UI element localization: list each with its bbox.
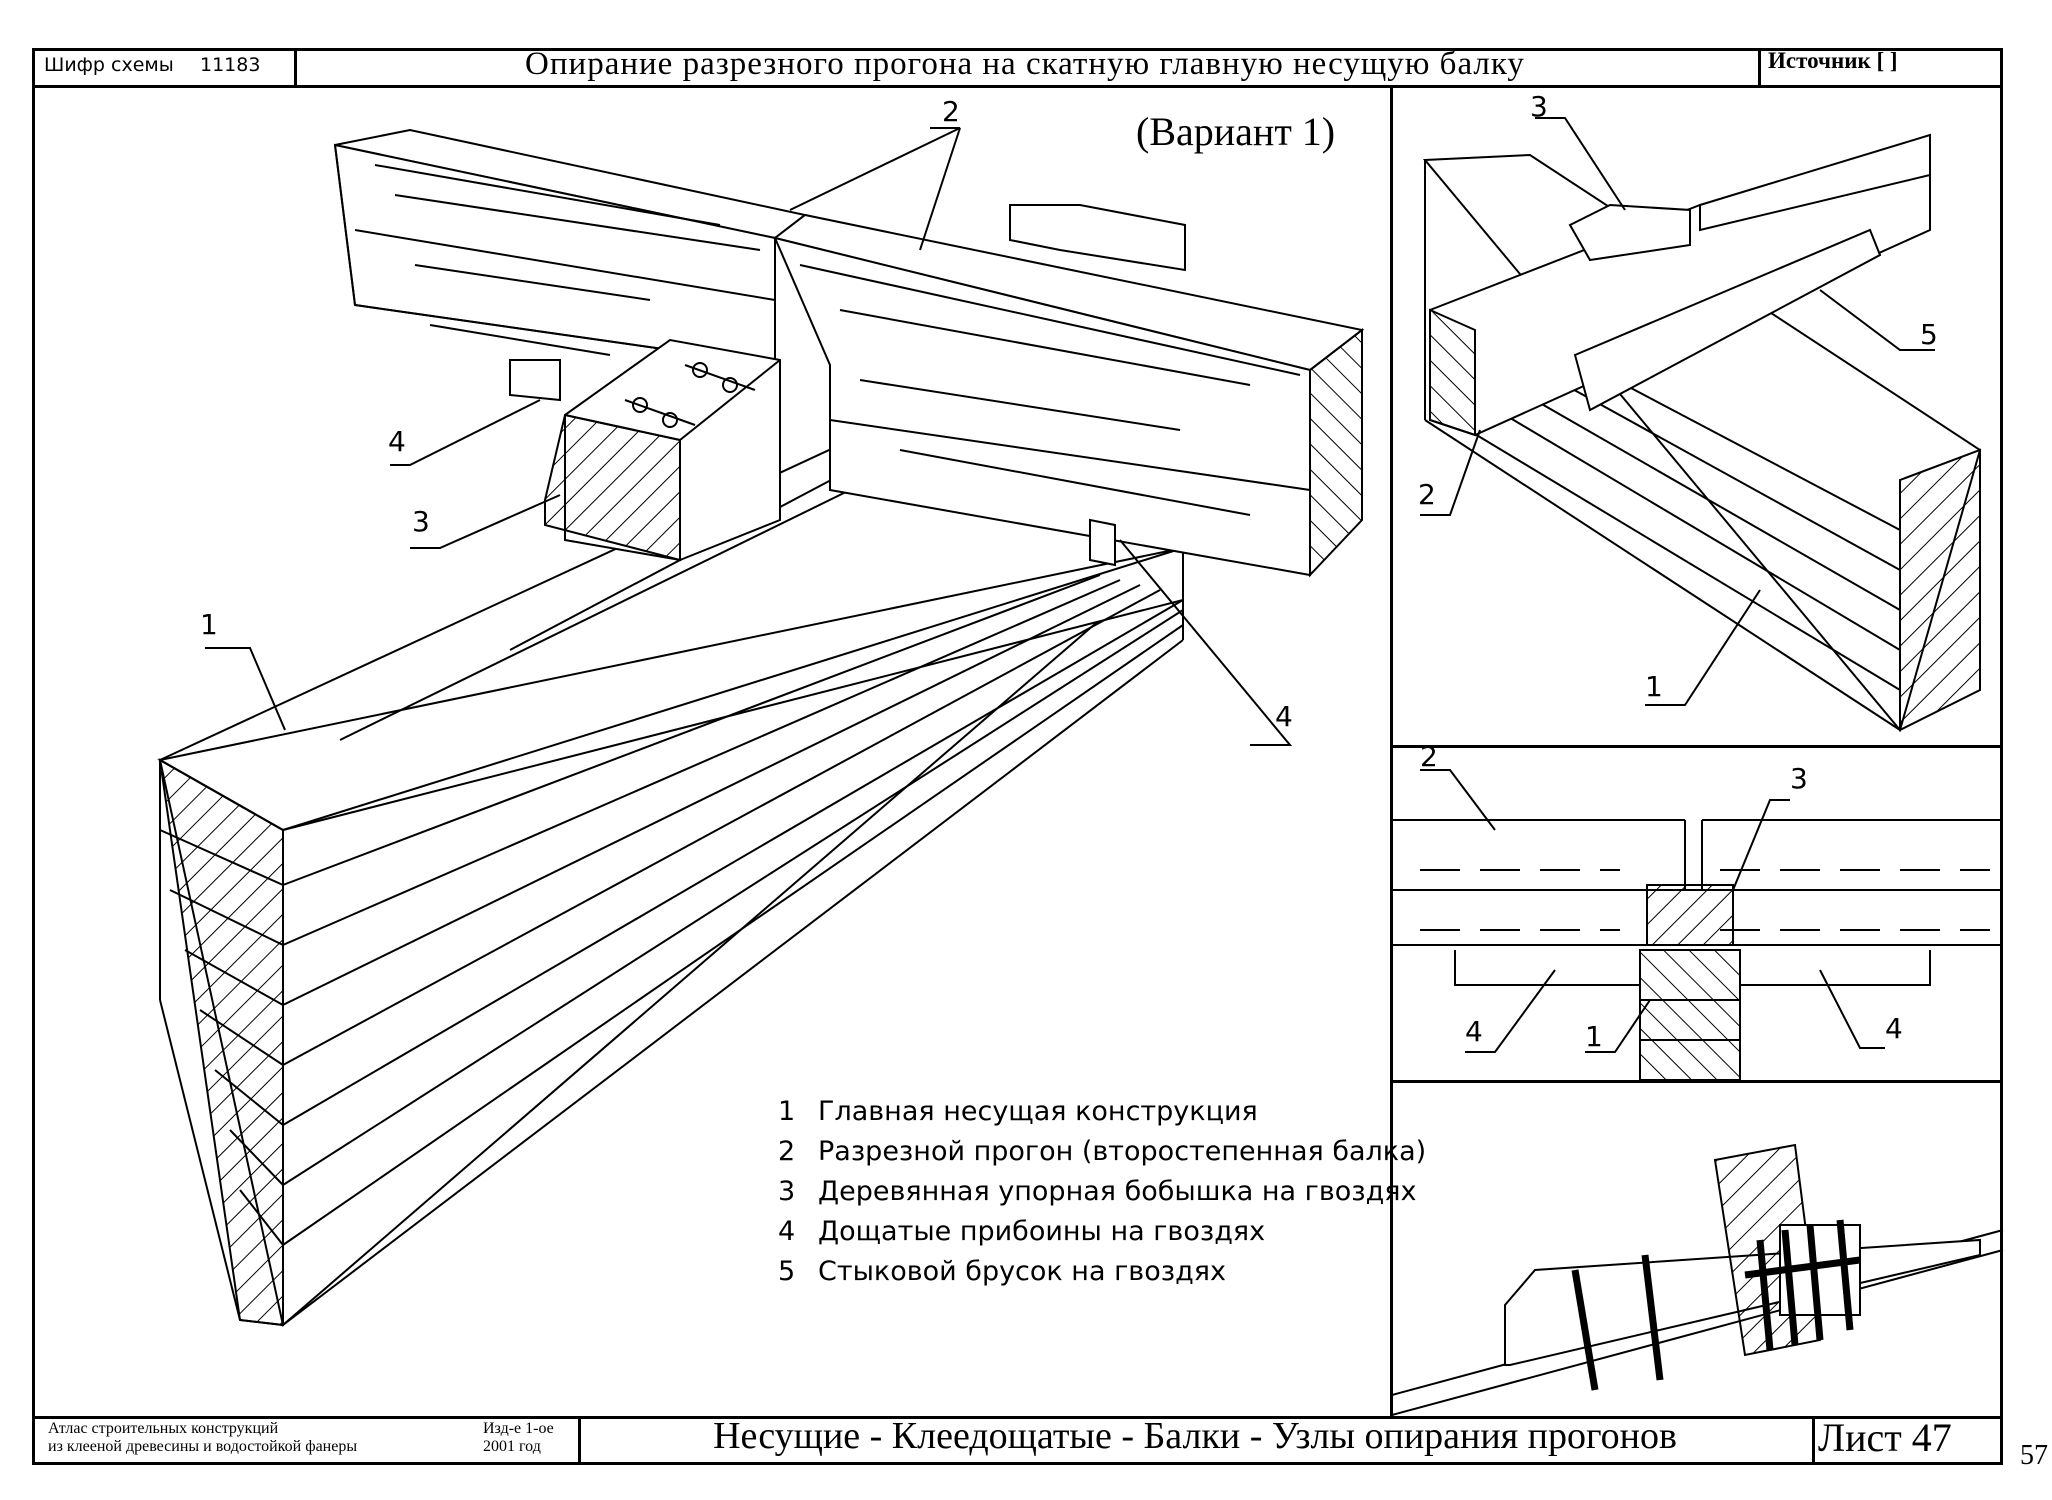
callout-tr-5: 5 <box>1920 318 1938 351</box>
callout-sec-4b: 4 <box>1885 1012 1903 1045</box>
callout-main-4a: 4 <box>388 425 406 458</box>
purlin-left <box>333 128 808 367</box>
header-divider <box>32 85 2003 88</box>
footer-divider <box>32 1416 2003 1419</box>
stop-block <box>544 338 781 562</box>
detail-view <box>1391 1143 2004 1416</box>
panel-separator-top <box>1390 745 2003 748</box>
footer-edition-line2: 2001 год <box>483 1438 541 1455</box>
top-right-isometric-view <box>1420 117 1982 733</box>
sheet-number: Лист 47 <box>1818 1415 1952 1460</box>
footer-title: Несущие - Клеедощатые - Балки - Узлы опи… <box>713 1415 1677 1457</box>
footer-edition-line1: Изд-е 1-ое <box>483 1420 554 1437</box>
callout-tr-3: 3 <box>1530 90 1548 123</box>
main-isometric-view <box>157 127 1365 1327</box>
scheme-code-label: Шифр схемы <box>44 54 174 76</box>
main-beam <box>157 443 1186 1327</box>
callout-sec-4a: 4 <box>1465 1015 1483 1048</box>
header-sep-2 <box>1758 48 1761 88</box>
panel-separator-bottom <box>1390 1080 2003 1083</box>
callout-main-3: 3 <box>412 505 430 538</box>
callout-tr-1: 1 <box>1645 670 1663 703</box>
scheme-code-value: 11183 <box>200 54 261 76</box>
footer-atlas: Атлас строительных конструкций из клеено… <box>48 1420 357 1456</box>
panel-separator-vertical <box>1390 86 1393 1418</box>
footer-sep-1 <box>578 1416 581 1465</box>
callout-tr-2: 2 <box>1418 478 1436 511</box>
callout-sec-1: 1 <box>1585 1020 1603 1053</box>
drawing-title: Опирание разрезного прогона на скатную г… <box>525 46 1525 82</box>
drawing-frame <box>32 48 2003 1465</box>
callout-sec-3: 3 <box>1790 762 1808 795</box>
variant-label: (Вариант 1) <box>1136 109 1336 154</box>
section-view <box>1392 769 2003 1081</box>
callout-main-1: 1 <box>200 608 218 641</box>
callout-sec-2: 2 <box>1420 740 1438 773</box>
footer-sep-2 <box>1812 1416 1815 1465</box>
callout-main-4b: 4 <box>1275 700 1293 733</box>
footer-atlas-line1: Атлас строительных конструкций <box>48 1420 279 1437</box>
footer-atlas-line2: из клееной древесины и водостойкой фанер… <box>48 1438 358 1455</box>
page-number: 57 <box>2020 1440 2048 1471</box>
callout-main-2: 2 <box>942 95 960 128</box>
header-sep-1 <box>294 48 297 88</box>
source-label: Источник [ ] <box>1768 48 1898 73</box>
footer-edition: Изд-е 1-ое 2001 год <box>483 1420 554 1456</box>
purlin-right <box>772 213 1365 578</box>
